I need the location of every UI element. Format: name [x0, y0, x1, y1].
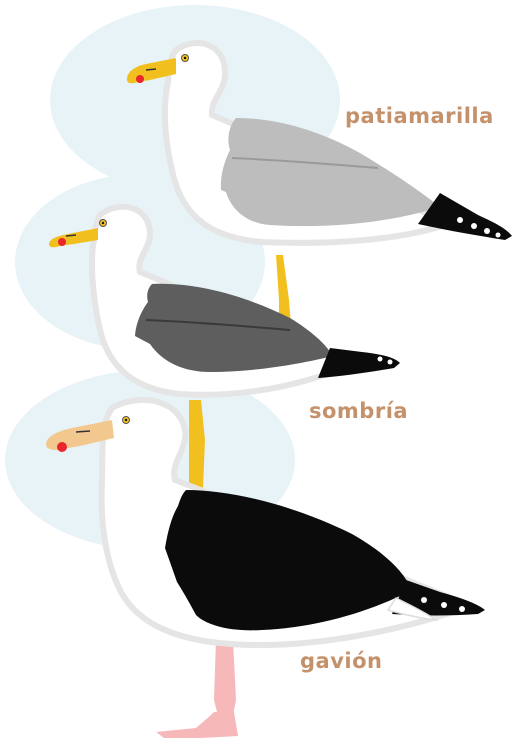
- gonys-spot-gavion: [57, 442, 67, 452]
- leg-gavion: [214, 640, 236, 716]
- mirror-1-sombria: [378, 357, 383, 362]
- pupil-patiamarilla: [184, 57, 186, 59]
- mirror-2-gavion: [441, 602, 447, 608]
- nostril-gavion: [76, 431, 90, 432]
- pupil-gavion: [125, 419, 127, 421]
- mirror-3-gavion: [459, 606, 465, 612]
- mantle-sombria: [135, 284, 333, 372]
- mirror-3-patiamarilla: [484, 228, 490, 234]
- label-sombria: sombría: [309, 399, 408, 423]
- nostril-patiamarilla: [146, 69, 156, 70]
- mirror-1-gavion: [421, 597, 427, 603]
- mantle-patiamarilla: [221, 118, 440, 226]
- pupil-sombria: [102, 222, 104, 224]
- gonys-spot-sombria: [58, 238, 66, 246]
- mirror-1-patiamarilla: [457, 217, 463, 223]
- mirror-2-sombria: [388, 360, 393, 365]
- mirror-4-patiamarilla: [496, 233, 501, 238]
- tail-sombria: [318, 348, 400, 378]
- mirror-2-patiamarilla: [471, 223, 477, 229]
- gonys-spot-patiamarilla: [136, 75, 144, 83]
- label-patiamarilla: patiamarilla: [345, 104, 494, 128]
- foot-gavion: [156, 712, 238, 738]
- nostril-sombria: [66, 235, 76, 236]
- label-gavion: gavión: [300, 649, 382, 673]
